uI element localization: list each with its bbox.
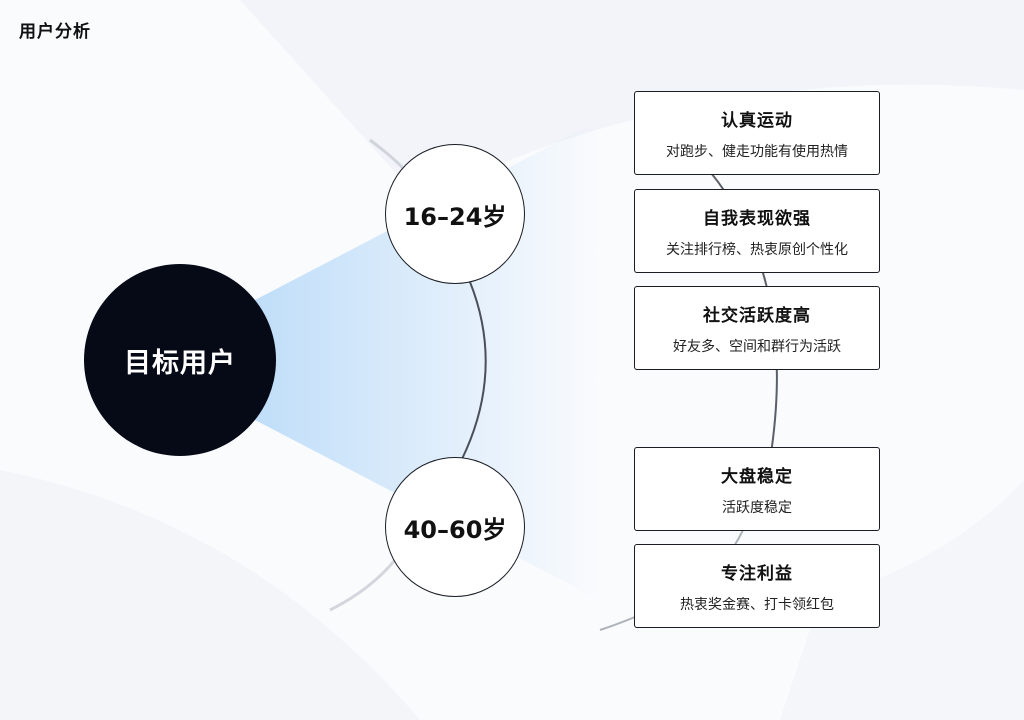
trait-card: 大盘稳定 活跃度稳定 (634, 447, 880, 531)
bg-shape-right (780, 480, 1024, 720)
trait-title: 大盘稳定 (721, 466, 793, 487)
trait-title: 社交活跃度高 (703, 305, 811, 326)
outer-arc-bottom (329, 559, 397, 612)
trait-desc: 对跑步、健走功能有使用热情 (666, 143, 848, 160)
trait-title: 专注利益 (721, 563, 793, 584)
trait-card: 自我表现欲强 关注排行榜、热衷原创个性化 (634, 189, 880, 273)
trait-card: 认真运动 对跑步、健走功能有使用热情 (634, 91, 880, 175)
age-label: 16–24岁 (403, 202, 507, 231)
trait-desc: 好友多、空间和群行为活跃 (673, 338, 841, 355)
age-label: 40–60岁 (403, 515, 507, 544)
age-node-16-24: 16–24岁 (385, 144, 525, 284)
trait-card: 专注利益 热衷奖金赛、打卡领红包 (634, 544, 880, 628)
trait-card: 社交活跃度高 好友多、空间和群行为活跃 (634, 286, 880, 370)
center-node: 目标用户 (84, 264, 276, 456)
trait-title: 认真运动 (721, 110, 793, 131)
trait-desc: 关注排行榜、热衷原创个性化 (666, 241, 848, 258)
age-node-40-60: 40–60岁 (385, 457, 525, 597)
trait-desc: 活跃度稳定 (722, 499, 792, 516)
page-title: 用户分析 (19, 22, 91, 42)
trait-desc: 热衷奖金赛、打卡领红包 (680, 596, 834, 613)
age-connector-arc (461, 281, 487, 460)
bg-shape-bottom (0, 470, 420, 720)
center-label: 目标用户 (124, 347, 236, 379)
bg-shape-top (240, 0, 1024, 200)
trait-title: 自我表现欲强 (703, 208, 811, 229)
